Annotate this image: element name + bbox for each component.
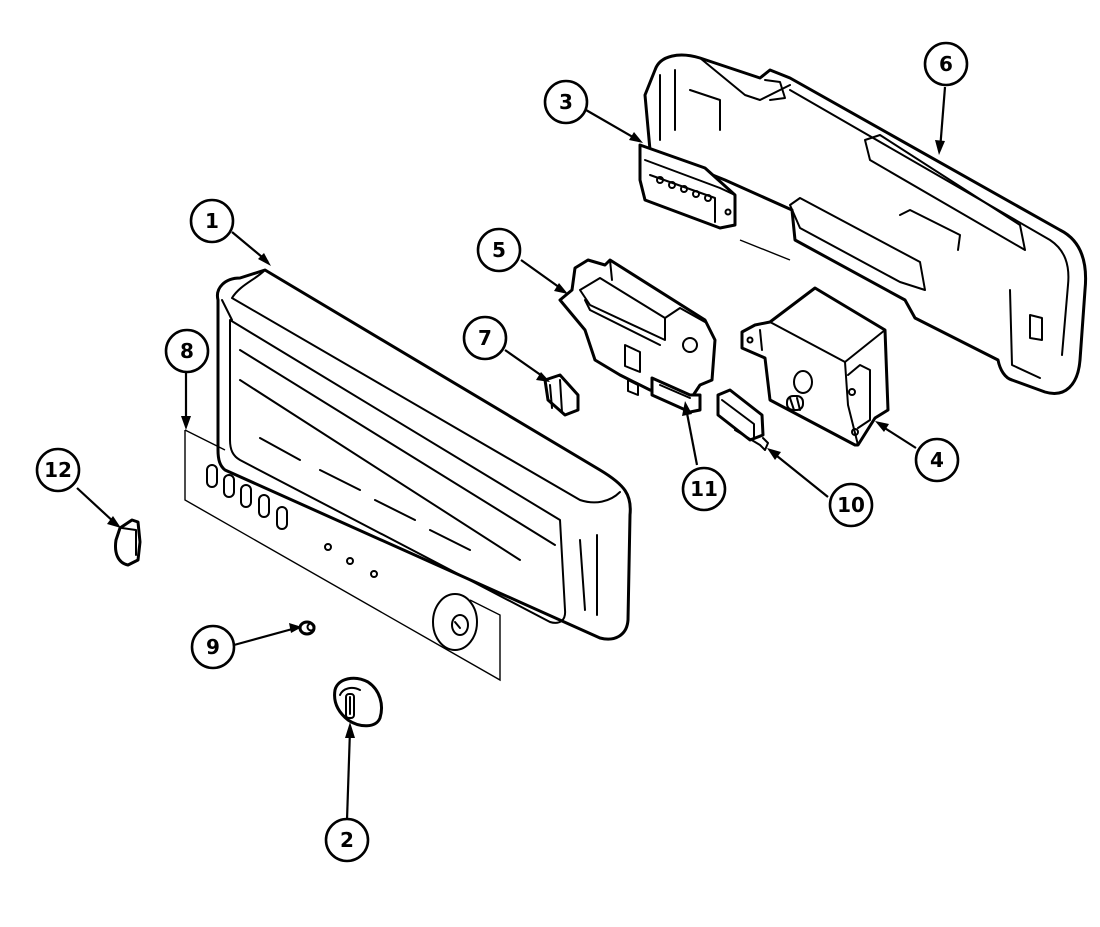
callout-6: 6 [923, 41, 969, 87]
small-clip-part [543, 373, 580, 417]
callout-7: 7 [462, 315, 508, 361]
callout-5: 5 [476, 227, 522, 273]
control-panel-overlay-part [184, 429, 501, 682]
indicator-lens-part [298, 620, 316, 636]
callout-8-label: 8 [180, 339, 194, 363]
overlay-button-slots [206, 464, 288, 530]
callout-12-label: 12 [44, 458, 72, 482]
rear-cover-part [643, 53, 1088, 395]
terminal-block-part [638, 143, 737, 230]
callout-4: 4 [914, 437, 960, 483]
callout-10-label: 10 [837, 493, 865, 517]
callout-11: 11 [681, 466, 727, 512]
callout-4-label: 4 [930, 448, 944, 472]
callout-3: 3 [543, 79, 589, 125]
callout-5-label: 5 [492, 238, 506, 262]
callout-1: 1 [189, 198, 235, 244]
push-button-part [114, 518, 142, 567]
callout-6-label: 6 [939, 52, 953, 76]
callout-8: 8 [164, 328, 210, 374]
callout-3-label: 3 [559, 90, 573, 114]
callout-10: 10 [828, 482, 874, 528]
callout-9-label: 9 [206, 635, 220, 659]
callout-1-label: 1 [205, 209, 219, 233]
callout-2: 2 [324, 817, 370, 863]
callout-11-label: 11 [690, 477, 718, 501]
knob-part [333, 676, 383, 728]
callout-12: 12 [35, 447, 81, 493]
micro-switch-part [716, 388, 769, 451]
control-panel-frame-part [215, 268, 632, 641]
callout-2-label: 2 [340, 828, 354, 852]
latch-strike-part [650, 376, 702, 414]
callout-9: 9 [190, 624, 236, 670]
callout-7-label: 7 [478, 326, 492, 350]
latch-bracket-part [558, 258, 717, 406]
leader-lines [76, 86, 947, 821]
timer-part [740, 286, 890, 447]
